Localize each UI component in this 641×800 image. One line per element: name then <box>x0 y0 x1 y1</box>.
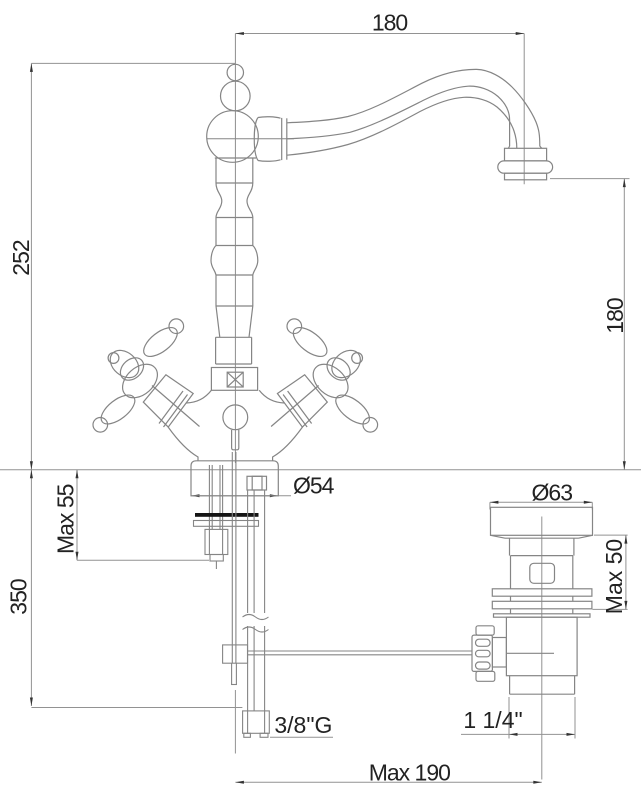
svg-text:Max 190: Max 190 <box>369 760 450 786</box>
svg-text:1 1/4": 1 1/4" <box>463 707 522 733</box>
svg-text:Max 55: Max 55 <box>53 484 79 554</box>
svg-text:Max 50: Max 50 <box>601 539 627 614</box>
svg-text:Ø54: Ø54 <box>293 473 335 499</box>
svg-text:180: 180 <box>372 9 408 35</box>
svg-text:3/8"G: 3/8"G <box>274 712 332 738</box>
svg-text:350: 350 <box>6 579 32 615</box>
svg-text:180: 180 <box>602 298 628 334</box>
svg-text:Ø63: Ø63 <box>532 480 573 506</box>
svg-text:252: 252 <box>8 240 34 276</box>
